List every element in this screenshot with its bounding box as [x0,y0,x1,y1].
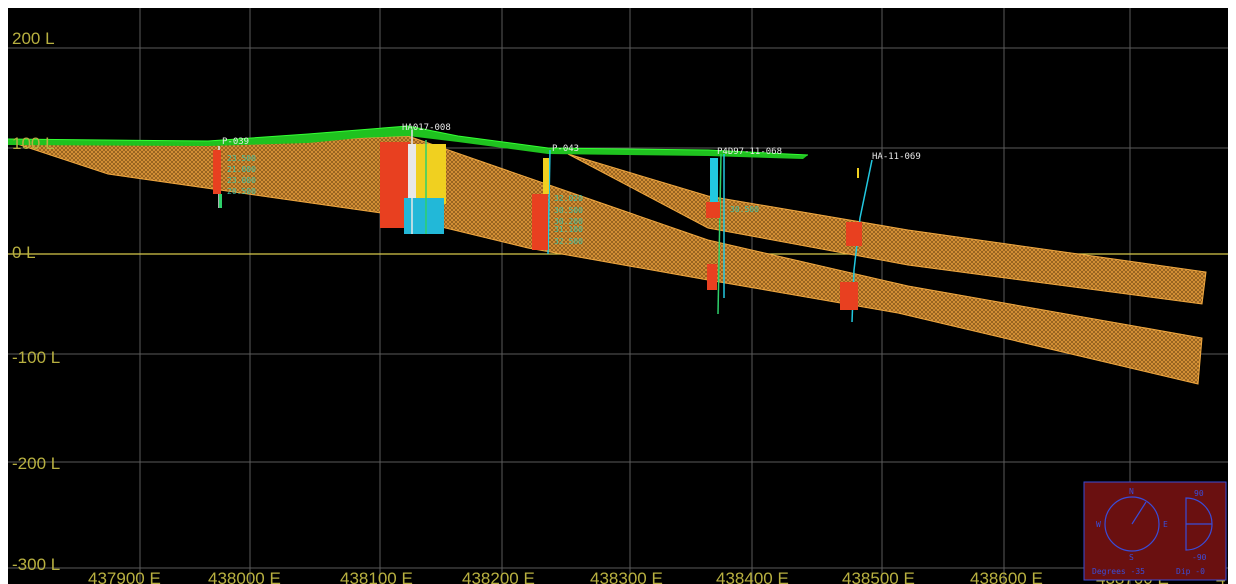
assay-label: 20.500 [227,187,256,196]
elevation-label-minus100: -100 L [12,348,60,367]
cross-section-svg[interactable]: P-039 23.500 21.000 23.000 20.500 HA017-… [8,8,1228,584]
orientation-widget[interactable]: N S E W 90 -90 Degrees -35 Dip -0 [1083,481,1227,581]
drillhole-label: P4D97-11-068 [717,147,782,157]
elevation-label-0: 0 L [12,243,36,262]
drillhole-label: P-043 [552,144,579,154]
topo-surface-line [8,125,809,156]
dip-bottom-label: -90 [1192,553,1207,562]
assay-label: 30.500 [730,205,759,214]
compass-north: N [1129,487,1134,496]
ore-lenses [8,135,1207,385]
compass-south: S [1129,553,1134,562]
elevation-label-100: 100 L [12,134,55,153]
easting-label-438400: 438400 E [716,569,789,584]
elevation-label-minus300: -300 L [12,555,60,574]
easting-label-438000: 438000 E [208,569,281,584]
compass-icon [1104,496,1160,552]
drillhole-p043[interactable]: P-043 32.020 30.500 30.200 31.100 32.500 [532,144,583,255]
drillhole-ha017-008[interactable]: HA017-008 [380,123,451,234]
easting-label-438500: 438500 E [842,569,915,584]
easting-label-438300: 438300 E [590,569,663,584]
section-canvas[interactable]: P-039 23.500 21.000 23.000 20.500 HA017-… [8,8,1228,584]
elevation-label-minus200: -200 L [12,454,60,473]
assay-label: 32.020 [554,194,583,203]
dip-top-label: 90 [1194,489,1204,498]
elevation-label-200: 200 L [12,29,55,48]
compass-west: W [1096,520,1101,529]
orientation-degrees: Degrees -35 [1092,567,1145,576]
topography [8,125,809,159]
topo-surface-fill [8,126,808,159]
assay-label: 31.100 [554,225,583,234]
assay-label: 30.500 [554,206,583,215]
drillhole-label: P-039 [222,137,249,147]
easting-label-437900: 437900 E [88,569,161,584]
easting-label-438100: 438100 E [340,569,413,584]
orientation-panel [1083,481,1227,581]
easting-label-438200: 438200 E [462,569,535,584]
assay-label: 23.000 [227,176,256,185]
assay-label: 30.200 [554,217,583,226]
assay-label: 21.000 [227,165,256,174]
drillhole-p039[interactable]: P-039 23.500 21.000 23.000 20.500 [213,137,256,208]
assay-label: 23.500 [227,154,256,163]
orientation-dip: Dip -0 [1176,567,1205,576]
drillhole-label: HA017-008 [402,123,451,133]
assay-label: 32.500 [554,237,583,246]
ore-lens-upper [567,153,1207,305]
grid [8,8,1228,584]
easting-label-438600: 438600 E [970,569,1043,584]
easting-labels: 437900 E 438000 E 438100 E 438200 E 4383… [88,569,1225,584]
drillhole-p4d97-11-068[interactable]: P4D97-11-068 30.500 [706,147,782,315]
compass-east: E [1163,520,1168,529]
dip-indicator-icon [1185,497,1213,551]
elevation-labels: 200 L 100 L 0 L -100 L -200 L -300 L [12,29,60,574]
compass-needle [1131,501,1147,525]
drillhole-label: HA-11-069 [872,152,921,162]
drillhole-ha-11-069[interactable]: HA-11-069 [840,152,921,323]
